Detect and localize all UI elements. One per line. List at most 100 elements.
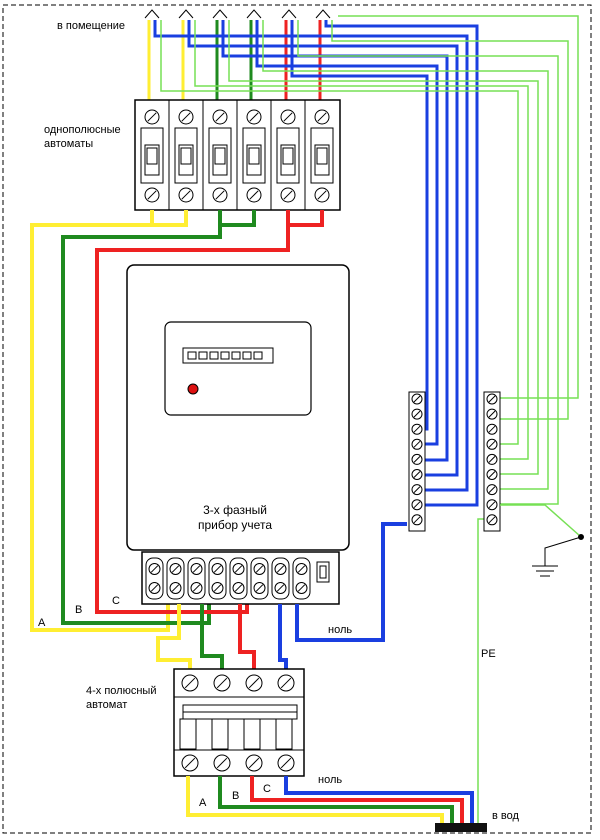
screw-terminal-icon [314,109,330,125]
screw-terminal-icon [411,514,423,526]
screw-terminal-icon [486,514,498,526]
meter-label-2: прибор учета [198,518,272,532]
breaker-handle-icon [140,127,164,184]
screw-terminal-icon [411,393,423,405]
single-pole-breakers [134,99,341,211]
phase-c-upper-label: C [112,595,120,607]
screw-terminal-icon [277,754,295,772]
four-pole-label-1: 4-х полюсный [86,685,157,697]
meter-terminal [292,557,311,600]
meter-terminal-block [141,551,340,605]
screw-terminal-icon [486,438,498,450]
screw-terminal-icon [411,408,423,420]
meter-to-main-wires [156,522,407,672]
screw-terminal-icon [211,563,224,575]
single-pole-label-1: однополюсные [44,124,121,136]
screw-terminal-icon [486,453,498,465]
screw-terminal-icon [486,484,498,496]
input-label: в вод [492,810,519,822]
neutral-label-bottom: ноль [318,774,343,786]
breaker-handle-icon [174,127,198,184]
screw-terminal-icon [411,469,423,480]
screw-terminal-icon [245,674,263,692]
meter-digit [187,351,197,360]
breaker-feed-wires [30,210,324,632]
screw-terminal-icon [178,109,194,125]
breaker-handle-icon [208,127,232,184]
meter-terminal [187,557,206,600]
screw-terminal-icon [212,109,228,125]
screw-terminal-icon [274,563,287,575]
screw-terminal-icon [169,582,182,594]
screw-terminal-icon [148,582,161,594]
screw-terminal-icon [253,582,266,594]
neutral-bus [408,391,426,532]
meter-terminal [145,557,164,600]
screw-terminal-icon [181,674,199,692]
meter-led-icon [187,383,199,395]
to-room-label: в помещение [57,20,126,32]
screw-terminal-icon [280,109,296,125]
screw-terminal-icon [486,408,498,420]
breaker-handle-icon [242,127,266,184]
screw-terminal-icon [178,187,194,203]
screw-terminal-icon [486,423,498,435]
four-pole-breaker [173,668,305,777]
four-pole-label-2: автомат [86,699,128,711]
phase-c-lower-label: C [263,783,271,795]
meter-terminal [208,557,227,600]
neutral-label-top: ноль [328,624,353,636]
room-output-wires [147,20,322,100]
screw-terminal-icon [245,754,263,772]
ground-symbol-icon [500,504,584,577]
screw-terminal-icon [314,187,330,203]
screw-terminal-icon [411,453,423,465]
meter-terminal [271,557,290,600]
pe-input-wire [477,518,493,825]
screw-terminal-icon [253,563,266,575]
screw-terminal-icon [148,563,161,575]
screw-terminal-icon [295,582,308,594]
meter-digit [253,351,263,360]
screw-terminal-icon [486,393,498,405]
screw-terminal-icon [169,563,182,575]
phase-b-lower-label: B [232,790,240,802]
phase-a-upper-label: A [38,617,46,629]
input-entry-bar [435,823,487,832]
screw-terminal-icon [277,674,295,692]
screw-terminal-icon [232,563,245,575]
screw-terminal-icon [213,754,231,772]
screw-terminal-icon [295,563,308,575]
screw-terminal-icon [274,582,287,594]
screw-terminal-icon [211,582,224,594]
meter-digit [220,351,230,360]
room-arrows [144,9,331,19]
meter-terminal [250,557,269,600]
breaker-handle-icon [310,127,334,184]
pe-bus [483,391,501,532]
meter-digit [198,351,208,360]
screw-terminal-icon [411,438,423,450]
screw-terminal-icon [190,563,203,575]
meter-terminal [166,557,185,600]
screw-terminal-icon [213,674,231,692]
screw-terminal-icon [246,109,262,125]
screw-terminal-icon [232,582,245,594]
input-wires [186,776,474,825]
screw-terminal-icon [181,754,199,772]
screw-terminal-icon [486,499,498,511]
single-pole-label-2: автоматы [44,138,94,150]
screw-terminal-icon [144,187,160,203]
screw-terminal-icon [246,187,262,203]
pe-label: PE [481,648,496,660]
enclosure-frame [2,4,592,834]
three-phase-meter [126,264,350,551]
phase-a-lower-label: A [199,797,207,809]
screw-terminal-icon [280,187,296,203]
breaker-handle-icon [276,127,300,184]
pe-room-wires [160,15,579,505]
screw-terminal-icon [486,469,498,480]
meter-terminal [229,557,248,600]
screw-terminal-icon [212,187,228,203]
meter-digit [242,351,252,360]
